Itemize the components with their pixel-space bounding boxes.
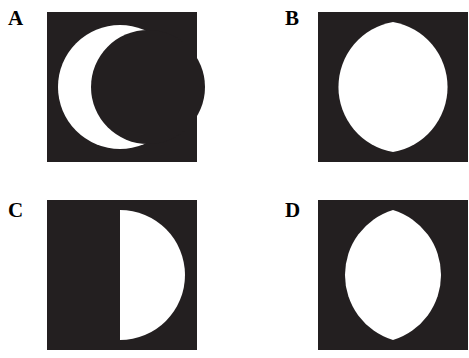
panel-c [47,200,197,350]
panel-d [318,200,468,350]
panel-a [47,12,205,162]
panel-letter: C [8,200,23,221]
panel-letter: B [285,8,299,29]
panel-letter: D [285,200,300,221]
panel-letter: A [8,8,23,29]
panel-b [318,12,468,162]
